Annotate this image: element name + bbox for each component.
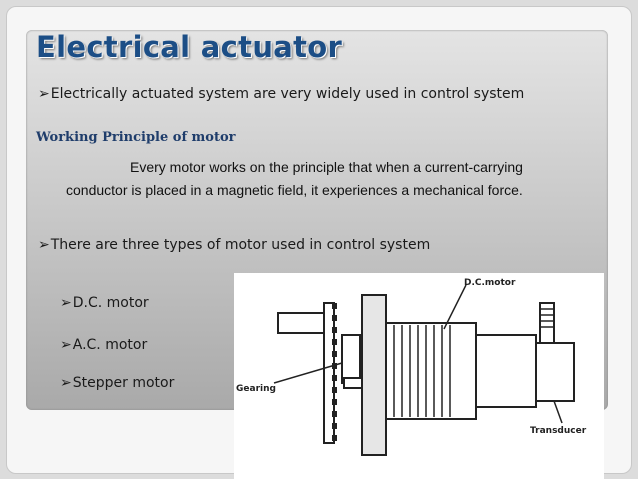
arrow-bullet-icon: ➢	[60, 375, 72, 391]
motor-type-item: ➢A.C. motor	[60, 337, 147, 353]
arrow-bullet-icon: ➢	[60, 295, 72, 311]
motor-type-item: ➢D.C. motor	[60, 295, 149, 311]
motor-body	[385, 322, 477, 420]
gear-disc	[323, 302, 335, 444]
dc-motor-leader	[443, 284, 467, 330]
arrow-bullet-icon: ➢	[38, 237, 50, 253]
types-bullet-text: There are three types of motor used in c…	[50, 237, 431, 253]
slide-title: Electrical actuator	[36, 30, 343, 64]
motor-type-label: A.C. motor	[72, 337, 148, 353]
arrow-bullet-icon: ➢	[60, 337, 72, 353]
section-subheading: Working Principle of motor	[36, 130, 236, 145]
dc-motor-diagram: D.C.motor Gearing Transducer	[234, 273, 604, 479]
principle-line-1: Every motor works on the principle that …	[130, 159, 523, 175]
gearing-leader	[273, 362, 343, 384]
transducer-housing	[536, 342, 575, 402]
gearing-label: Gearing	[236, 384, 276, 394]
connector-ridges	[540, 308, 554, 328]
transducer-leader	[553, 400, 563, 424]
motor-flange	[361, 294, 387, 456]
motor-windings	[393, 325, 451, 417]
motor-type-label: Stepper motor	[72, 375, 175, 391]
motor-type-item: ➢Stepper motor	[60, 375, 174, 391]
transducer-label: Transducer	[530, 426, 587, 436]
small-gear	[341, 334, 361, 384]
transducer-connector	[539, 302, 555, 344]
principle-line-2: conductor is placed in a magnetic field,…	[66, 182, 523, 198]
motor-shaft	[277, 312, 329, 334]
gear-teeth	[332, 303, 337, 441]
rear-housing	[475, 334, 537, 408]
dc-motor-illustration: D.C.motor Gearing Transducer	[236, 278, 587, 456]
intro-bullet-text: Electrically actuated system are very wi…	[50, 86, 525, 102]
types-bullet: ➢There are three types of motor used in …	[38, 237, 430, 253]
intro-bullet: ➢Electrically actuated system are very w…	[38, 86, 524, 102]
arrow-bullet-icon: ➢	[38, 86, 50, 102]
dc-motor-label: D.C.motor	[464, 278, 516, 288]
motor-type-label: D.C. motor	[72, 295, 149, 311]
